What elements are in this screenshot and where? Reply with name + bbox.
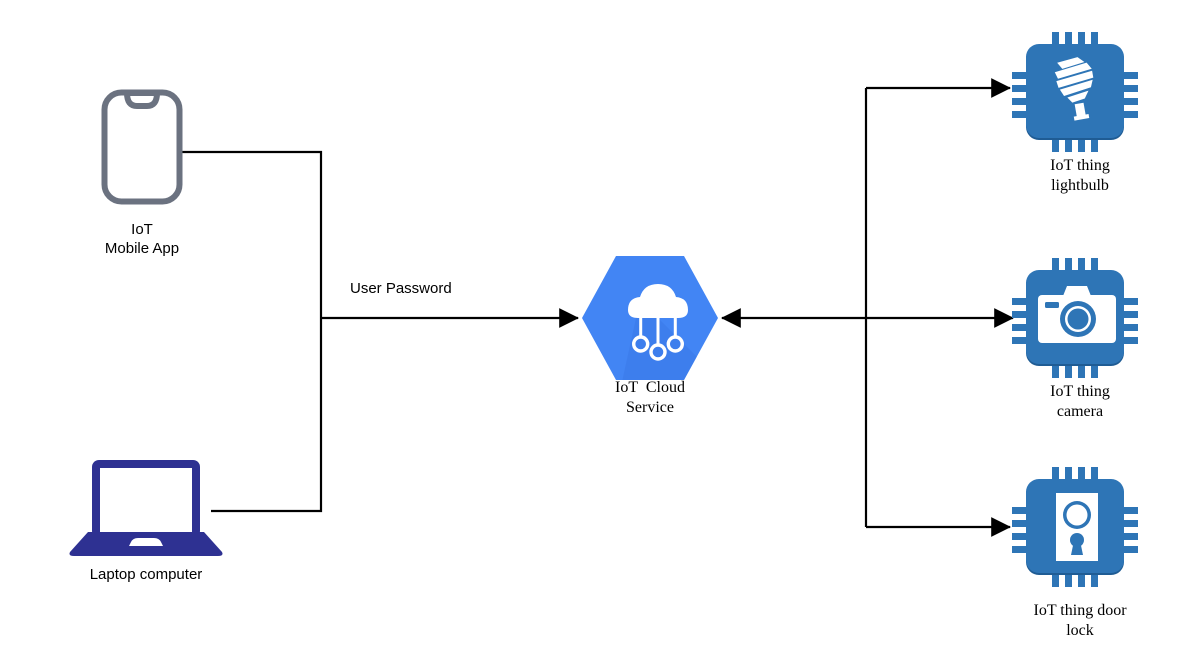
node-label-cloud-service: IoT Cloud Service — [615, 379, 685, 416]
node-laptop[interactable] — [68, 458, 224, 563]
node-label-thing-camera: IoT thing camera — [1050, 383, 1110, 420]
node-thing-lightbulb[interactable] — [1012, 32, 1142, 157]
node-label-thing-lightbulb: IoT thing lightbulb — [1050, 157, 1110, 194]
node-thing-camera[interactable] — [1012, 258, 1142, 383]
chip-door-lock-icon — [1012, 467, 1138, 587]
chip-lightbulb-icon — [1012, 32, 1138, 152]
iot-cloud-hexagon-icon — [582, 256, 718, 380]
mobile-phone-icon — [101, 89, 183, 205]
laptop-icon — [69, 460, 223, 556]
node-thing-door-lock[interactable] — [1012, 467, 1142, 592]
edge-label-user-password: User Password — [350, 280, 452, 297]
chip-camera-icon — [1012, 258, 1138, 378]
node-mobile-app[interactable] — [100, 88, 184, 211]
node-label-thing-door-lock: IoT thing door lock — [1033, 602, 1127, 639]
node-label-laptop: Laptop computer — [89, 566, 203, 583]
node-cloud-service[interactable] — [578, 254, 722, 387]
edge-clients-to-cloud — [182, 150, 579, 513]
node-label-mobile-app: IoT Mobile App — [104, 221, 180, 257]
